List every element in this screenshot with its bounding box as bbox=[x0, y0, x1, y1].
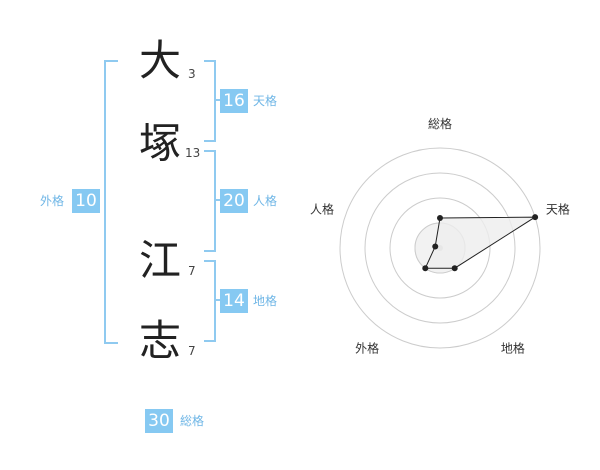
radar-axis-label-3: 地格 bbox=[501, 340, 525, 355]
jinkaku-label: 人格 bbox=[253, 194, 278, 208]
jinkaku-bracket bbox=[204, 150, 216, 252]
radar-point-5 bbox=[432, 243, 439, 250]
radar-axis-label-5: 人格 bbox=[310, 202, 334, 217]
radar-point-4 bbox=[422, 265, 429, 272]
radar-axis-label-1: 総格 bbox=[428, 116, 452, 131]
radar-ring-2 bbox=[389, 197, 491, 299]
name-char-4: 志 bbox=[138, 316, 181, 365]
radar-ring-3 bbox=[364, 172, 516, 324]
gaikaku-value: 10 bbox=[72, 189, 100, 213]
chikaku-value: 14 bbox=[220, 289, 248, 313]
tenkaku-bracket bbox=[204, 60, 216, 142]
chikaku-connector bbox=[214, 299, 220, 301]
gaikaku-label: 外格 bbox=[40, 194, 65, 208]
name-char-3: 江 bbox=[138, 236, 181, 285]
radar-point-2 bbox=[532, 214, 539, 221]
soukaku-label: 総格 bbox=[180, 414, 205, 428]
chikaku-label: 地格 bbox=[253, 294, 278, 308]
chikaku-bracket bbox=[204, 260, 216, 342]
tenkaku-label: 天格 bbox=[253, 94, 278, 108]
stroke-count-3: 7 bbox=[188, 264, 196, 278]
radar-polygon bbox=[424, 216, 537, 269]
tenkaku-value: 16 bbox=[220, 89, 248, 113]
name-char-1: 大 bbox=[138, 36, 181, 85]
name-char-2: 塚 bbox=[138, 119, 181, 168]
radar-point-3 bbox=[451, 265, 458, 272]
stroke-count-1: 3 bbox=[188, 67, 196, 81]
stroke-count-4: 7 bbox=[188, 344, 196, 358]
stroke-count-2: 13 bbox=[185, 146, 201, 160]
jinkaku-connector bbox=[214, 199, 220, 201]
soukaku-value: 30 bbox=[145, 409, 173, 433]
radar-axis-label-2: 天格 bbox=[546, 202, 570, 217]
radar-axis-label-4: 外格 bbox=[355, 340, 379, 355]
tenkaku-connector bbox=[214, 99, 220, 101]
gaikaku-bracket bbox=[104, 60, 118, 344]
radar-points bbox=[422, 214, 539, 272]
radar-point-1 bbox=[437, 215, 443, 221]
radar-ring-4 bbox=[339, 147, 541, 349]
jinkaku-value: 20 bbox=[220, 189, 248, 213]
